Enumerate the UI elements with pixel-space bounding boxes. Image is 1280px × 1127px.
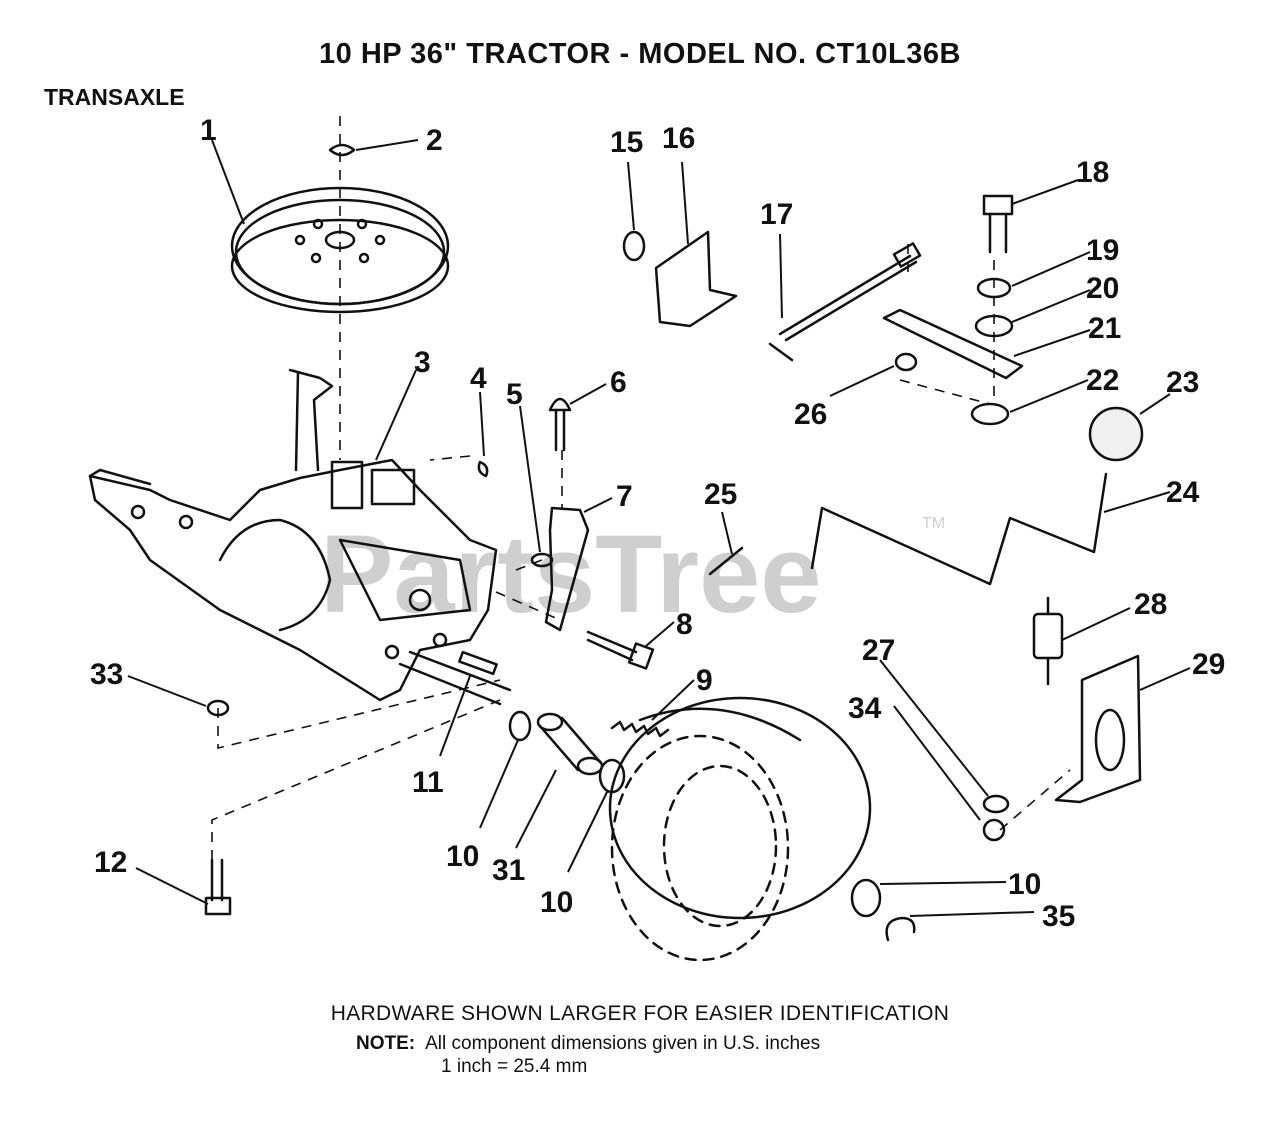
callout-8: 8 <box>676 608 693 641</box>
callout-16: 16 <box>662 122 695 155</box>
hardware-note: HARDWARE SHOWN LARGER FOR EASIER IDENTIF… <box>330 1002 950 1025</box>
washer-part-22[interactable] <box>970 402 1010 426</box>
watermark-tm: TM <box>922 515 945 532</box>
callout-2: 2 <box>426 124 443 157</box>
callout-3: 3 <box>414 346 431 379</box>
knob-part-23[interactable] <box>1088 406 1144 462</box>
callout-10-b: 10 <box>540 886 573 919</box>
callout-31: 31 <box>492 854 525 887</box>
callout-9: 9 <box>696 664 713 697</box>
key-part-11[interactable] <box>458 650 498 676</box>
callout-5: 5 <box>506 378 523 411</box>
note-text: All component dimensions given in U.S. i… <box>425 1033 821 1054</box>
unit-conversion: 1 inch = 25.4 mm <box>441 1056 588 1077</box>
callout-22: 22 <box>1086 364 1119 397</box>
callout-29: 29 <box>1192 648 1225 681</box>
spring-part-28[interactable] <box>1032 596 1064 686</box>
axle-left <box>88 468 152 486</box>
bracket-part-7[interactable] <box>544 506 590 632</box>
callout-15: 15 <box>610 126 643 159</box>
section-label: TRANSAXLE <box>44 84 185 110</box>
spacer-part-31[interactable] <box>536 712 604 776</box>
callout-7: 7 <box>616 480 633 513</box>
callout-27: 27 <box>862 634 895 667</box>
washer-part-10-a[interactable] <box>508 710 532 742</box>
bolt-part-12[interactable] <box>204 858 232 916</box>
callout-18: 18 <box>1076 156 1109 189</box>
nut-part-27[interactable] <box>982 794 1010 814</box>
bolt-part-6[interactable] <box>548 397 572 452</box>
callout-34: 34 <box>848 692 882 725</box>
callout-23: 23 <box>1166 366 1199 399</box>
note-label: NOTE: <box>356 1033 416 1054</box>
callout-12: 12 <box>94 846 127 879</box>
callout-25: 25 <box>704 478 737 511</box>
bolt-part-8[interactable] <box>586 630 655 670</box>
lever-part-24[interactable] <box>810 472 1108 586</box>
spring-part-9[interactable] <box>610 720 670 738</box>
callout-20: 20 <box>1086 272 1119 305</box>
callout-35: 35 <box>1042 900 1075 933</box>
wheel <box>608 696 872 962</box>
pin-part-4[interactable] <box>477 460 489 478</box>
diagram-title: 10 HP 36" TRACTOR - MODEL NO. CT10L36B <box>319 38 961 70</box>
callout-19: 19 <box>1086 234 1119 267</box>
nut-part-26[interactable] <box>894 352 918 372</box>
pin-part-25[interactable] <box>708 546 744 576</box>
callout-33: 33 <box>90 658 123 691</box>
callout-17: 17 <box>760 198 793 231</box>
bracket-part-29[interactable] <box>1054 654 1142 804</box>
rod-part-17[interactable] <box>768 242 922 362</box>
washer-part-10-c[interactable] <box>850 878 882 918</box>
callout-26: 26 <box>794 398 827 431</box>
clip-part-35[interactable] <box>885 916 916 942</box>
link-part-21[interactable] <box>882 308 1024 380</box>
watermark: PartsTree <box>320 513 821 636</box>
callout-10-c: 10 <box>1008 868 1041 901</box>
callout-4: 4 <box>470 362 487 395</box>
callout-24: 24 <box>1166 476 1200 509</box>
callout-28: 28 <box>1134 588 1167 621</box>
washer-part-15[interactable] <box>622 230 646 262</box>
key-part-2[interactable] <box>328 143 356 157</box>
callout-11: 11 <box>412 766 444 799</box>
bolt-part-18[interactable] <box>982 194 1014 254</box>
bracket-part-16[interactable] <box>654 230 738 328</box>
washer-part-34[interactable] <box>982 818 1006 842</box>
callout-10-a: 10 <box>446 840 479 873</box>
transaxle-housing-part-3[interactable] <box>88 368 512 706</box>
bracket-slot <box>1094 708 1126 772</box>
dimension-note: NOTE: All component dimensions given in U… <box>356 1033 820 1055</box>
callout-6: 6 <box>610 366 627 399</box>
callout-1: 1 <box>200 114 217 147</box>
callout-21: 21 <box>1088 312 1121 345</box>
